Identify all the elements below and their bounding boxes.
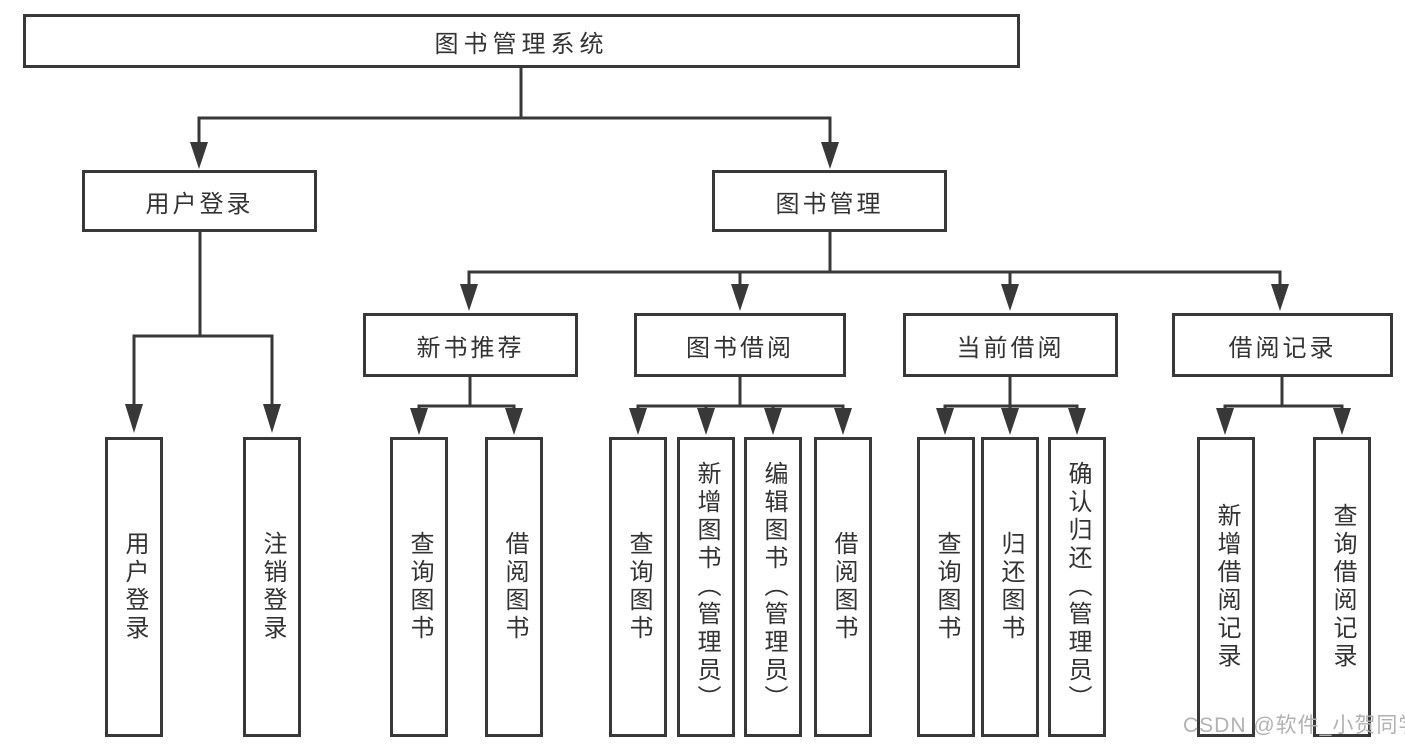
- leaf-logout: 注销登录: [243, 437, 301, 737]
- leaf-records-query-record-label: 查询借阅记录: [1329, 503, 1356, 671]
- node-borrow-records: 借阅记录: [1172, 313, 1393, 377]
- leaf-current-confirm-return-admin: 确认归还（管理员）: [1048, 437, 1106, 737]
- leaf-current-return-book-label: 归还图书: [997, 531, 1024, 643]
- node-current-borrow: 当前借阅: [903, 313, 1118, 377]
- leaf-rec-query-book-label: 查询图书: [406, 531, 433, 643]
- leaf-borrow-edit-book-admin: 编辑图书（管理员）: [744, 437, 802, 737]
- leaf-borrow-query-book: 查询图书: [609, 437, 667, 737]
- leaf-current-return-book: 归还图书: [981, 437, 1039, 737]
- csdn-watermark: CSDN @软件_小贺同学: [1183, 714, 1405, 737]
- leaf-current-query-book-label: 查询图书: [933, 531, 960, 643]
- leaf-rec-query-book: 查询图书: [390, 437, 448, 737]
- node-user-login: 用户登录: [82, 170, 317, 232]
- leaf-borrow-borrow-book: 借阅图书: [814, 437, 872, 737]
- leaf-records-add-record: 新增借阅记录: [1197, 437, 1255, 737]
- leaf-borrow-edit-book-admin-label: 编辑图书（管理员）: [760, 461, 787, 713]
- leaf-user-login-label: 用户登录: [121, 531, 148, 643]
- leaf-logout-label: 注销登录: [259, 531, 286, 643]
- node-book-borrow: 图书借阅: [634, 313, 846, 377]
- leaf-borrow-borrow-book-label: 借阅图书: [830, 531, 857, 643]
- leaf-current-query-book: 查询图书: [917, 437, 975, 737]
- leaf-borrow-add-book-admin-label: 新增图书（管理员）: [693, 461, 720, 713]
- leaf-user-login: 用户登录: [105, 437, 163, 737]
- leaf-borrow-query-book-label: 查询图书: [625, 531, 652, 643]
- leaf-rec-borrow-book: 借阅图书: [485, 437, 543, 737]
- leaf-current-confirm-return-admin-label: 确认归还（管理员）: [1064, 461, 1091, 713]
- leaf-rec-borrow-book-label: 借阅图书: [501, 531, 528, 643]
- node-new-book-recommend: 新书推荐: [363, 313, 578, 377]
- leaf-records-add-record-label: 新增借阅记录: [1213, 503, 1240, 671]
- node-library-system: 图书管理系统: [23, 14, 1020, 68]
- leaf-borrow-add-book-admin: 新增图书（管理员）: [677, 437, 735, 737]
- leaf-records-query-record: 查询借阅记录: [1313, 437, 1371, 737]
- node-book-management: 图书管理: [712, 170, 947, 232]
